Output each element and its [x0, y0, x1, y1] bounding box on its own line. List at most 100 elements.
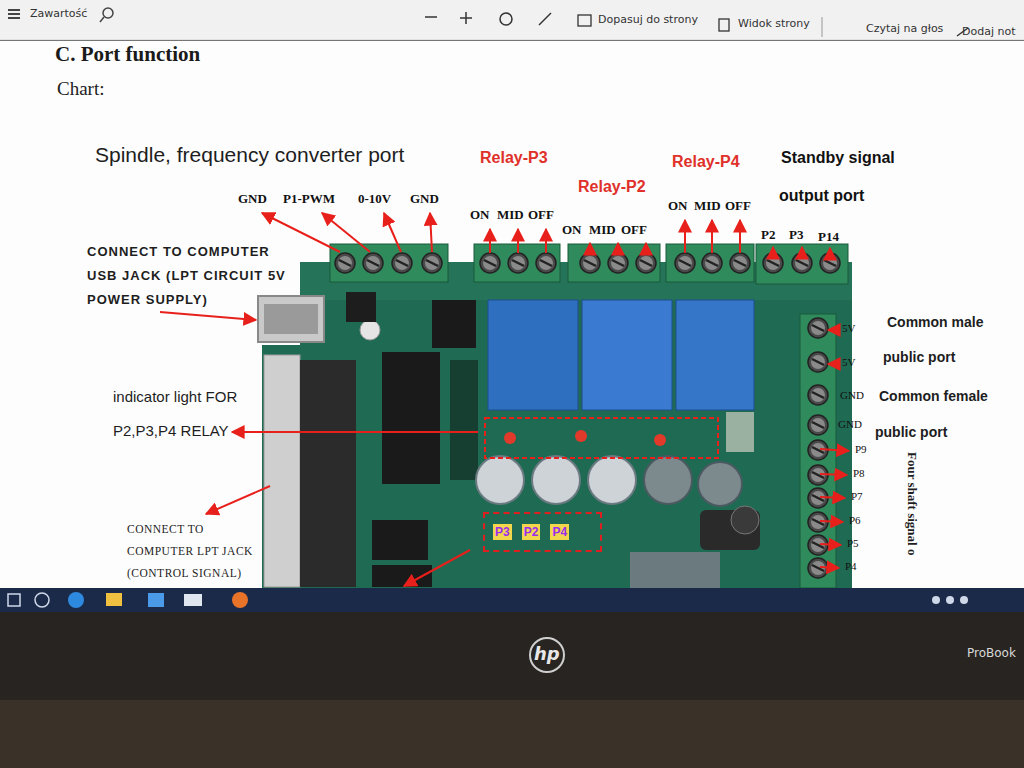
toolbar-button: Dodaj not — [962, 25, 1016, 38]
toolbar-button: Widok strony — [738, 17, 810, 30]
pin-name: 5V — [842, 356, 855, 368]
terminal-blocks-part — [536, 253, 556, 273]
terminal-blocks-part — [568, 244, 660, 282]
circuit-board-part — [264, 304, 318, 334]
taskbar-part — [232, 592, 248, 608]
taskbar-part — [106, 593, 122, 606]
circuit-board-part — [432, 300, 476, 348]
leader-arrows-part — [160, 312, 256, 320]
terminal-blocks-part — [763, 253, 783, 273]
terminal-blocks-part — [508, 253, 528, 273]
pin-name: GND — [410, 191, 439, 207]
circuit-board-part — [476, 456, 524, 504]
viewer-toolbar-part — [8, 9, 20, 11]
port-note: Four shaft signal o — [904, 452, 920, 555]
terminal-blocks-part — [808, 318, 828, 338]
taskbar-part — [35, 593, 49, 607]
leader-arrows-part — [430, 213, 432, 252]
circuit-board-part — [532, 456, 580, 504]
relay-tag: P3 — [493, 524, 512, 540]
pin-name: P2 — [761, 227, 775, 243]
relay-led-frame-part — [575, 430, 587, 442]
viewer-toolbar-part — [465, 12, 467, 24]
port-note: public port — [883, 349, 955, 365]
circuit-board-part — [676, 300, 754, 410]
viewer-toolbar-part — [425, 16, 437, 18]
leader-arrows-part — [820, 474, 847, 475]
circuit-board-part — [588, 456, 636, 504]
terminal-blocks — [330, 244, 848, 588]
terminal-blocks-part — [580, 253, 600, 273]
taskbar-part — [932, 596, 940, 604]
pin-name: 0-10V — [358, 191, 391, 207]
leader-arrows-part — [828, 329, 839, 331]
pin-name: P6 — [849, 514, 861, 526]
circuit-board — [258, 262, 852, 590]
brand-logo: hp — [534, 643, 560, 664]
circuit-board-part — [630, 552, 720, 588]
pin-name: P3 — [789, 227, 803, 243]
viewer-toolbar-part — [100, 17, 104, 22]
relay-led-frame-part — [504, 432, 516, 444]
terminal-blocks-part — [730, 253, 750, 273]
terminal-blocks-part — [702, 253, 722, 273]
laptop-bezel-part — [0, 700, 1024, 768]
circuit-board-part — [372, 520, 428, 560]
circuit-board-part — [300, 360, 356, 587]
leader-arrows-part — [820, 497, 845, 498]
viewer-toolbar-part — [103, 8, 113, 18]
viewer-toolbar-part — [0, 40, 1024, 41]
leader-arrows-part — [645, 243, 647, 253]
leader-arrows-part — [828, 363, 839, 365]
circuit-board-part — [726, 412, 754, 452]
viewer-toolbar-part — [822, 17, 823, 37]
toolbar-button: Dopasuj do strony — [598, 13, 698, 26]
contact-name: MID — [497, 207, 524, 223]
pin-name: GND — [838, 418, 862, 430]
taskbar-part — [68, 592, 84, 608]
terminal-blocks-part — [330, 244, 448, 282]
leader-arrows-part — [517, 229, 519, 253]
leader-arrows-part — [589, 243, 591, 253]
toolbar-button: Czytaj na głos — [866, 22, 943, 35]
pin-name: P14 — [818, 229, 839, 245]
port-heading: Standby signal — [781, 149, 895, 167]
circuit-board-part — [346, 292, 376, 322]
circuit-board-part — [582, 300, 672, 410]
viewer-toolbar-part — [719, 19, 729, 31]
laptop-bezel-part — [530, 638, 564, 672]
viewer-toolbar-part — [500, 13, 512, 25]
terminal-blocks-part — [480, 253, 500, 273]
terminal-blocks-part — [808, 415, 828, 435]
contact-name: MID — [694, 198, 721, 214]
page-heading: C. Port function — [55, 42, 200, 67]
terminal-blocks-part — [392, 253, 412, 273]
leader-arrows-part — [617, 243, 619, 253]
terminal-blocks-part — [800, 314, 836, 588]
port-note: Common female — [879, 388, 988, 404]
port-heading: Spindle, frequency converter port — [95, 143, 404, 167]
pin-name: P1-PWM — [283, 191, 335, 207]
taskbar-part — [0, 588, 1024, 612]
pin-name: P9 — [855, 443, 867, 455]
pin-name: P8 — [853, 467, 865, 479]
circuit-board-part — [264, 355, 300, 587]
taskbar-part — [960, 596, 968, 604]
terminal-blocks-part — [422, 253, 442, 273]
viewer-toolbar-part — [539, 13, 551, 25]
port-note: Common male — [887, 314, 983, 330]
contact-name: OFF — [528, 207, 554, 223]
leader-arrows-part — [545, 229, 547, 253]
leader-arrows-part — [711, 220, 713, 253]
taskbar — [0, 588, 1024, 612]
usb-note: CONNECT TO COMPUTER USB JACK (LPT CIRCUI… — [87, 240, 292, 312]
circuit-board-part — [488, 300, 578, 410]
port-heading: output port — [779, 187, 864, 205]
terminal-blocks-part — [792, 253, 812, 273]
taskbar-part — [8, 594, 20, 606]
